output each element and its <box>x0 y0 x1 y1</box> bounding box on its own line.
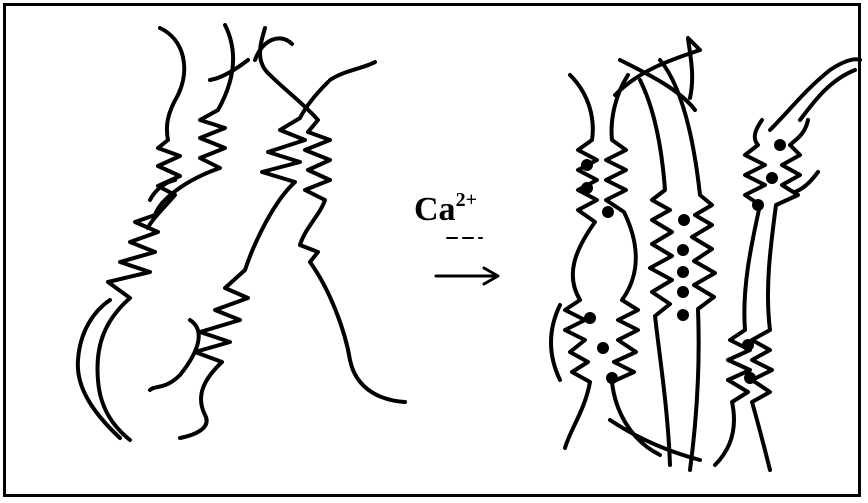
ion-symbol: Ca <box>414 191 456 228</box>
ion-charge: 2+ <box>455 189 477 211</box>
chain-lower-left <box>549 303 562 382</box>
disordered-chains <box>75 23 407 442</box>
right-arrow-icon <box>434 237 500 286</box>
calcium-ion <box>581 159 593 171</box>
calcium-ion <box>744 372 756 384</box>
egg-box-structure <box>549 36 862 472</box>
calcium-ions <box>581 139 786 384</box>
chain-3 <box>178 60 377 440</box>
calcium-ion <box>677 244 689 256</box>
calcium-ion <box>774 139 786 151</box>
chain-b-left <box>638 78 674 467</box>
chain-7 <box>75 298 122 440</box>
calcium-ion <box>677 266 689 278</box>
calcium-ion <box>742 339 754 351</box>
chain-1 <box>146 26 187 230</box>
chain-c-right <box>750 118 810 472</box>
calcium-ion <box>678 214 690 226</box>
calcium-ion <box>581 182 593 194</box>
calcium-ion <box>752 199 764 211</box>
chain-a-left <box>563 73 599 450</box>
chain-2 <box>95 23 236 442</box>
chain-6 <box>148 318 201 392</box>
chain-c-left <box>713 118 767 467</box>
chain-a-right <box>604 73 662 457</box>
chain-c-tail <box>793 170 820 194</box>
chain-4 <box>258 26 407 404</box>
chain-b-right <box>658 58 717 472</box>
chain-c-top <box>768 57 862 132</box>
calcium-ion <box>766 172 778 184</box>
calcium-ion <box>677 309 689 321</box>
chain-crossing <box>608 418 702 462</box>
chain-8 <box>148 178 177 202</box>
chain-b-top <box>613 36 702 112</box>
chain-5 <box>208 36 294 82</box>
calcium-ion <box>597 342 609 354</box>
calcium-ion <box>677 286 689 298</box>
calcium-ion <box>584 312 596 324</box>
calcium-ion <box>606 372 618 384</box>
calcium-ion-label: Ca2+ <box>414 190 477 227</box>
calcium-ion <box>602 206 614 218</box>
